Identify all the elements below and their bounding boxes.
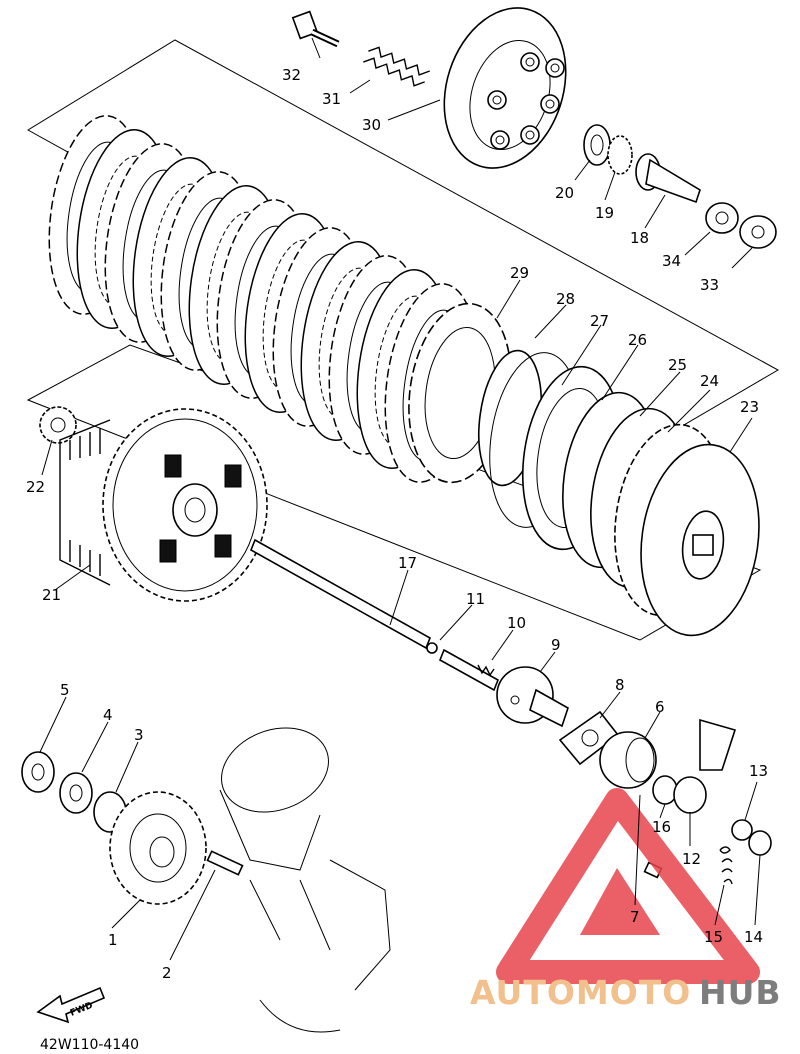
callout-23: 23 (740, 398, 759, 416)
callout-9: 9 (551, 636, 561, 654)
part-33-lock-washer (739, 215, 777, 249)
drawing-code: 42W110-4140 (40, 1037, 139, 1053)
callout-29: 29 (510, 264, 529, 282)
callout-10: 10 (507, 614, 526, 632)
part-34-nut (705, 202, 739, 234)
callout-21: 21 (42, 586, 61, 604)
callout-20: 20 (555, 184, 574, 202)
callout-11: 11 (466, 590, 485, 608)
callout-7: 7 (630, 908, 640, 926)
part-12-push-lever (673, 718, 737, 814)
callout-32: 32 (282, 66, 301, 84)
part-21-clutch-housing (59, 408, 268, 602)
callout-5: 5 (60, 681, 70, 699)
watermark-text-hub: HUB (699, 973, 782, 1012)
callout-31: 31 (322, 90, 341, 108)
callout-17: 17 (398, 554, 417, 572)
callout-15: 15 (704, 928, 723, 946)
callout-6: 6 (655, 698, 665, 716)
callout-14: 14 (744, 928, 763, 946)
callout-26: 26 (628, 331, 647, 349)
part-16-bearing (652, 775, 678, 805)
watermark-logo: AUTOMOTO HUB (470, 788, 782, 1012)
part-4-lock-washer (59, 772, 93, 814)
part-6-oil-seal (599, 731, 657, 789)
part-10-push-rod (438, 648, 500, 692)
callout-12: 12 (682, 850, 701, 868)
callout-22: 22 (26, 478, 45, 496)
crankshaft-outline (219, 727, 391, 1033)
callout-19: 19 (595, 204, 614, 222)
part-19-bearing (607, 135, 633, 175)
part-11-ball (426, 642, 438, 654)
part-5-nut (21, 751, 55, 793)
part-22-thrust-washer (39, 406, 77, 444)
callout-33: 33 (700, 276, 719, 294)
callout-27: 27 (590, 312, 609, 330)
callout-8: 8 (615, 676, 625, 694)
part-31-spring (363, 46, 431, 87)
part-23-clutch-boss (614, 423, 760, 637)
part-15-spring (719, 846, 733, 885)
callout-labels: 1 2 3 4 5 6 7 8 9 10 11 12 13 14 15 16 1… (26, 66, 768, 982)
callout-1: 1 (108, 931, 118, 949)
forward-arrow-icon: FWD (36, 986, 106, 1024)
part-32-bolt (291, 10, 340, 48)
part-13-washer (731, 819, 753, 841)
leader-lines (39, 37, 761, 961)
callout-30: 30 (362, 116, 381, 134)
callout-13: 13 (749, 762, 768, 780)
part-1-primary-drive-gear (109, 791, 207, 905)
part-14-nut (748, 830, 772, 856)
part-30-pressure-plate (443, 7, 567, 169)
callout-16: 16 (652, 818, 671, 836)
callout-28: 28 (556, 290, 575, 308)
part-17-push-rod (249, 538, 432, 650)
callout-3: 3 (134, 726, 144, 744)
callout-2: 2 (162, 964, 172, 982)
callout-25: 25 (668, 356, 687, 374)
part-18-push-rod (635, 153, 701, 204)
callout-18: 18 (630, 229, 649, 247)
part-20-washer (583, 124, 611, 166)
callout-24: 24 (700, 372, 719, 390)
watermark-text-auto: AUTOMOTO (470, 973, 691, 1012)
clutch-plate-stack (48, 115, 478, 483)
part-9-push-lever (496, 666, 569, 728)
callout-34: 34 (662, 252, 681, 270)
callout-4: 4 (103, 706, 113, 724)
clutch-housing-frame (26, 344, 762, 641)
part-2-key (206, 850, 244, 876)
